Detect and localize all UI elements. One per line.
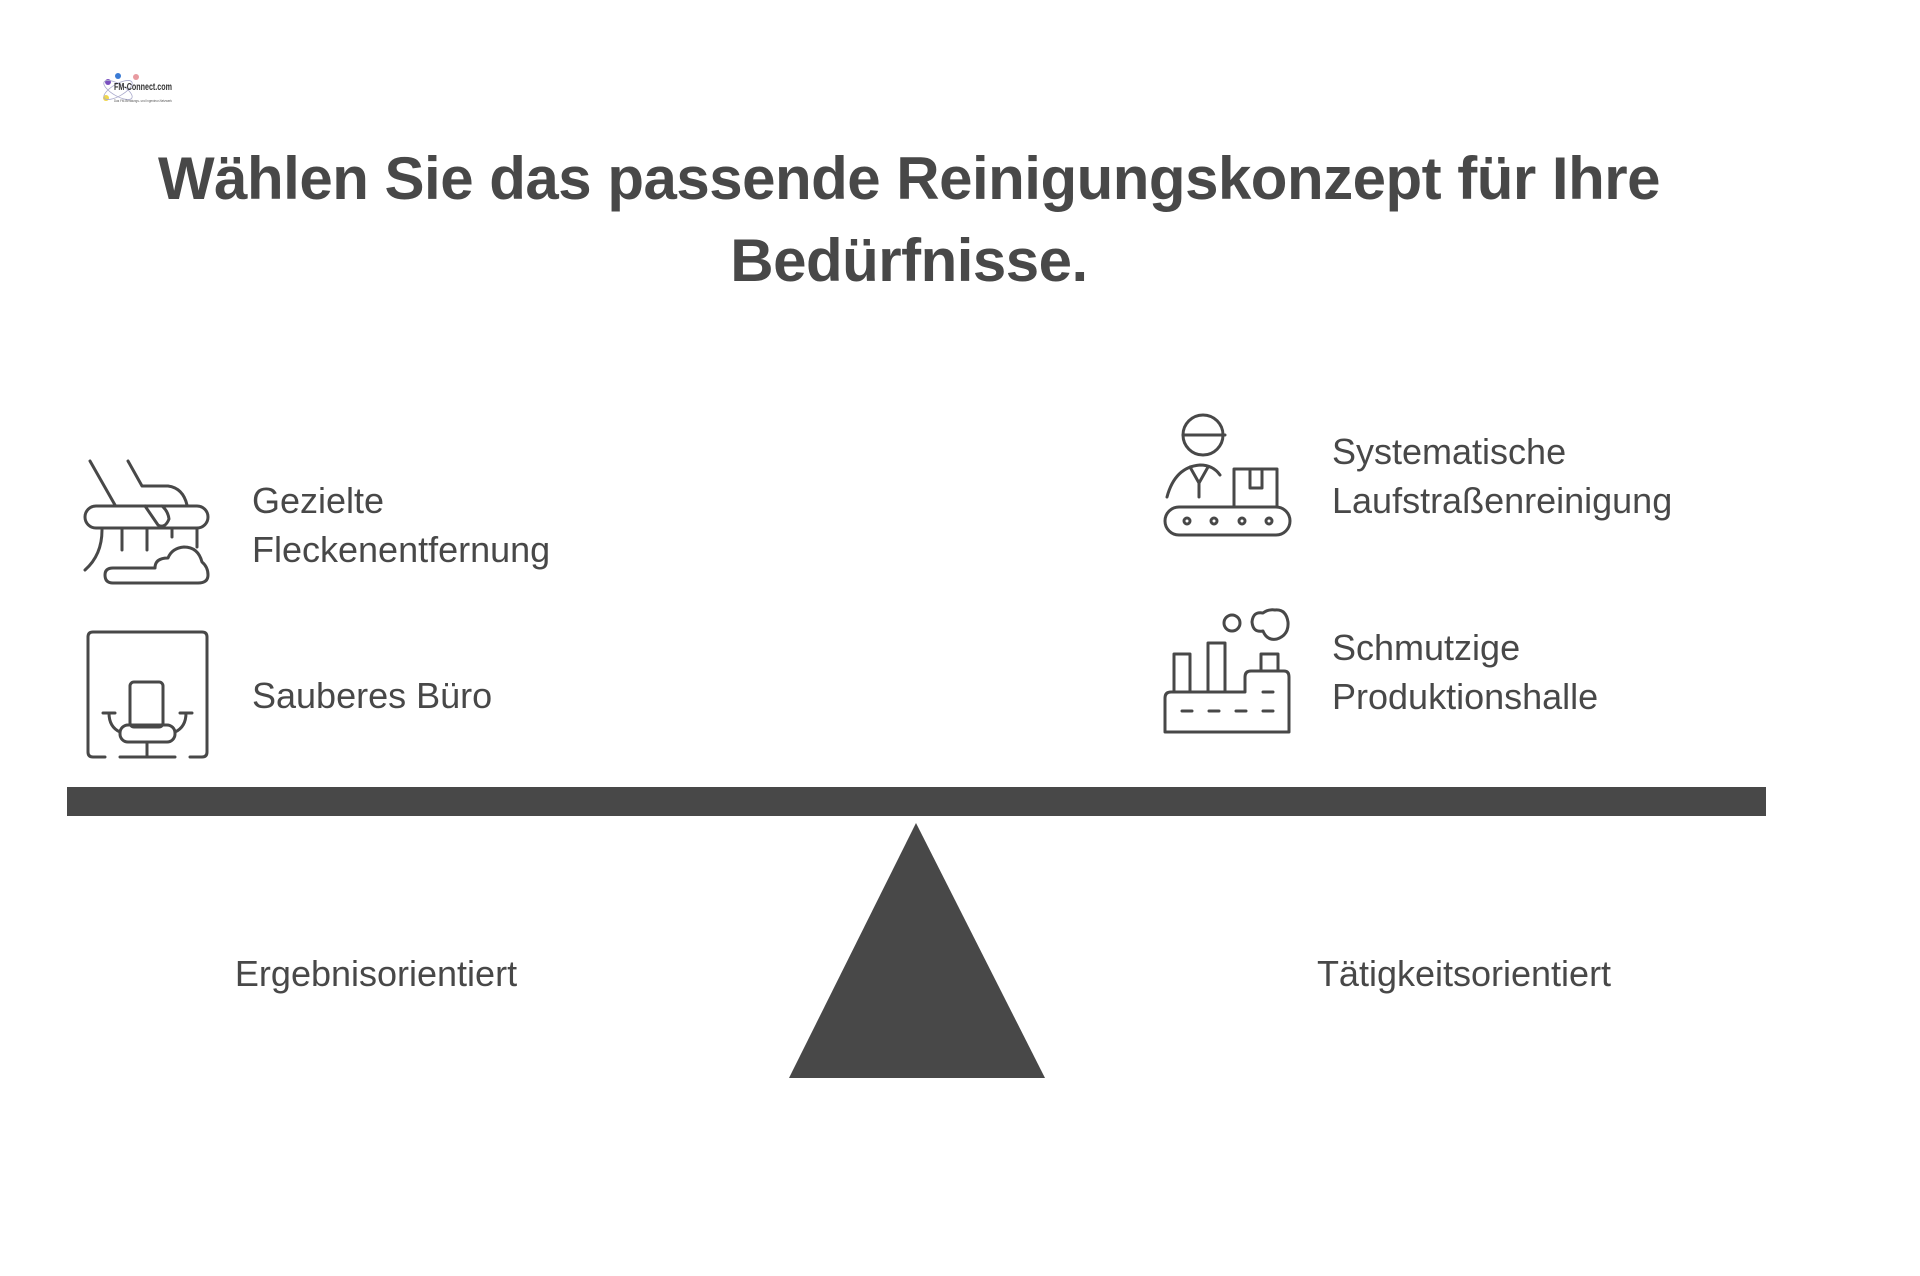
office-chair-icon (86, 630, 209, 759)
item-dirty-production-hall: Schmutzige Produktionshalle (1332, 623, 1598, 721)
fm-connect-logo: FM-Connect.com Das FM-Beratungs- und Ing… (103, 73, 172, 103)
logo-text: FM-Connect.com (114, 82, 172, 93)
item-label-line-2: Fleckenentfernung (252, 529, 551, 570)
conveyor-worker-icon (1163, 413, 1292, 537)
item-targeted-stain-removal: Gezielte Fleckenentfernung (252, 476, 550, 574)
category-activity-oriented: Tätigkeitsorientiert (1316, 953, 1612, 994)
balance-beam (67, 787, 1766, 816)
item-systematic-cleaning: Systematische Laufstraßenreinigung (1332, 427, 1672, 525)
logo-tagline: Das FM-Beratungs- und Ingenieur-Netzwerk (114, 99, 172, 103)
item-label-line-1: Gezielte (252, 480, 385, 521)
cleaning-hand-icon (83, 459, 210, 585)
item-label-line-1: Systematische (1332, 431, 1567, 472)
item-clean-office: Sauberes Büro (252, 671, 492, 720)
page-title: Wählen Sie das passende Reinigungskonzep… (9, 138, 1809, 302)
item-label-line-2: Produktionshalle (1332, 676, 1599, 717)
item-label-line-1: Schmutzige (1332, 627, 1521, 668)
factory-icon (1163, 608, 1291, 734)
title-line-2: Bedürfnisse. (730, 227, 1088, 294)
title-line-1: Wählen Sie das passende Reinigungskonzep… (158, 145, 1660, 212)
category-result-oriented: Ergebnisorientiert (234, 953, 518, 994)
fulcrum-triangle (789, 823, 1045, 1078)
item-label-line-1: Sauberes Büro (252, 675, 493, 716)
item-label-line-2: Laufstraßenreinigung (1332, 480, 1673, 521)
